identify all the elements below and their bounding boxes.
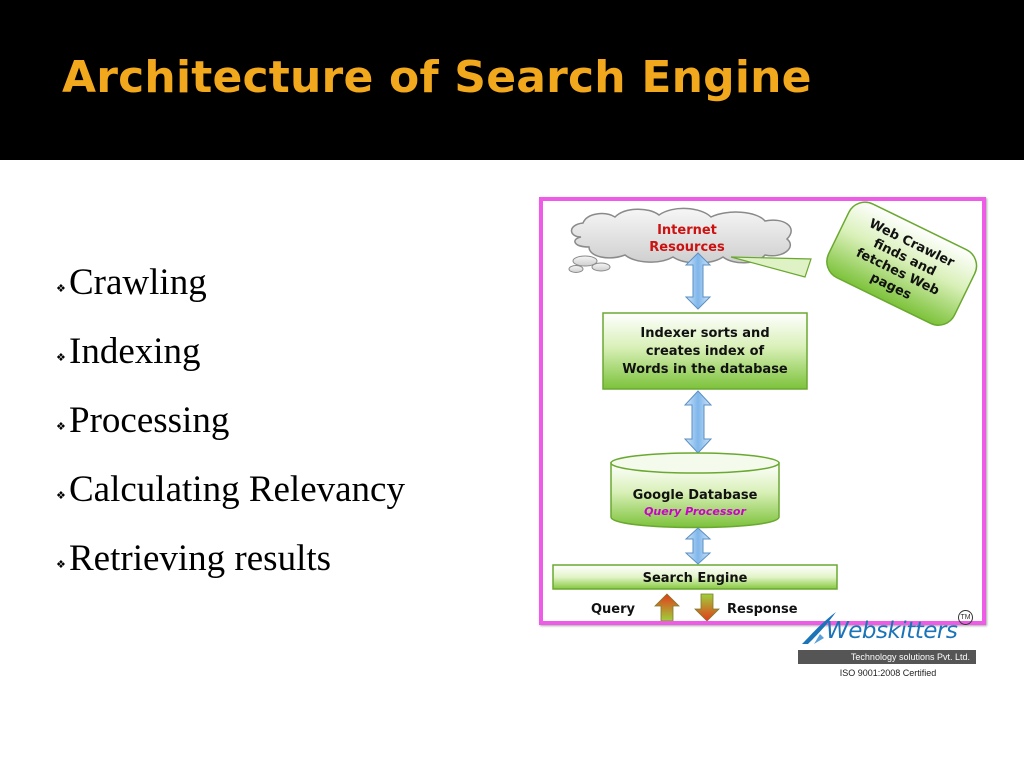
search-engine-bar: Search Engine [552, 564, 838, 590]
bullet-text: Retrieving results [69, 538, 332, 579]
diagram-canvas: Internet Resources Web Crawler finds and… [552, 201, 978, 621]
architecture-diagram: Internet Resources Web Crawler finds and… [539, 197, 986, 625]
diamond-bullet-icon: ❖ [56, 421, 66, 433]
google-database-cylinder: Google Database Query Processor [610, 452, 780, 529]
title-bar: Architecture of Search Engine [0, 0, 1024, 160]
bullet-list: ❖Crawling ❖Indexing ❖Processing ❖Calcula… [56, 248, 405, 593]
bullet-text: Processing [69, 400, 230, 441]
bullet-item: ❖Indexing [56, 317, 405, 386]
logo-word-web: Web [826, 618, 877, 644]
bullet-item: ❖Retrieving results [56, 524, 405, 593]
response-down-arrow-icon [694, 593, 720, 621]
bullet-item: ❖Crawling [56, 248, 405, 317]
database-label: Google Database [633, 488, 758, 503]
logo-word-skitters: skitters [876, 618, 958, 644]
query-up-arrow-icon [654, 593, 680, 621]
bullet-text: Crawling [69, 262, 207, 303]
slide-title: Architecture of Search Engine [62, 52, 812, 103]
webskitters-logo: Webskitters TM Technology solutions Pvt.… [796, 606, 980, 682]
bullet-item: ❖Processing [56, 386, 405, 455]
diamond-bullet-icon: ❖ [56, 490, 66, 502]
response-label: Response [727, 602, 798, 617]
logo-wordmark: Webskitters [826, 618, 958, 644]
trademark-badge: TM [958, 610, 973, 625]
indexer-line1: Indexer sorts and [640, 326, 769, 341]
diamond-bullet-icon: ❖ [56, 352, 66, 364]
cloud-label-line1: Internet [657, 223, 717, 238]
swoosh-icon [802, 612, 836, 644]
query-label: Query [591, 602, 636, 617]
search-engine-label: Search Engine [643, 571, 748, 586]
double-arrow-icon [684, 252, 712, 310]
cloud-label-line2: Resources [649, 240, 725, 255]
query-processor-label: Query Processor [644, 505, 746, 518]
indexer-line2: creates index of [646, 344, 765, 359]
bullet-text: Calculating Relevancy [69, 469, 405, 510]
diamond-bullet-icon: ❖ [56, 559, 66, 571]
bullet-item: ❖Calculating Relevancy [56, 455, 405, 524]
indexer-box: Indexer sorts and creates index of Words… [602, 312, 808, 390]
logo-certification: ISO 9001:2008 Certified [839, 668, 937, 678]
logo-tagline: Technology solutions Pvt. Ltd. [798, 650, 976, 664]
diamond-bullet-icon: ❖ [56, 283, 66, 295]
internet-cloud: Internet Resources [568, 207, 792, 273]
double-arrow-icon [683, 390, 713, 454]
double-arrow-icon [684, 527, 712, 565]
indexer-line3: Words in the database [622, 362, 788, 377]
bullet-text: Indexing [69, 331, 201, 372]
